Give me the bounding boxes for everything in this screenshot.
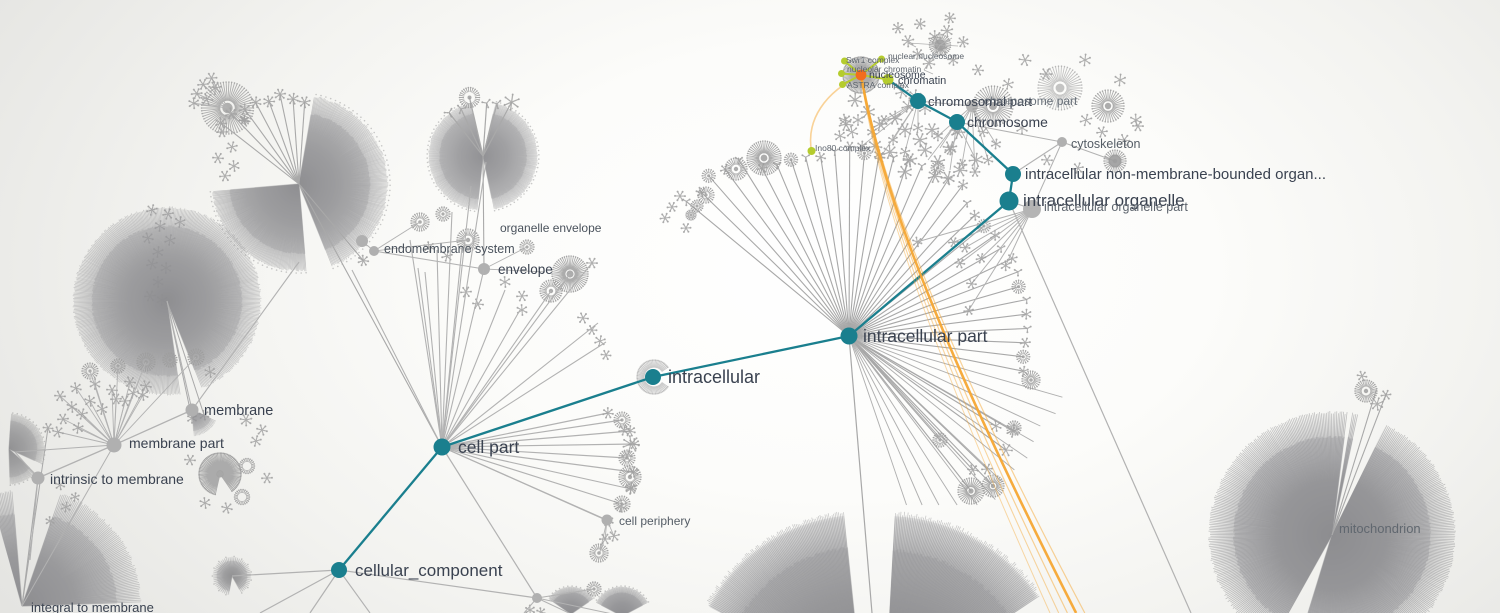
svg-text:cellular_component: cellular_component bbox=[355, 561, 503, 580]
svg-text:intracellular organelle: intracellular organelle bbox=[1023, 191, 1185, 210]
svg-text:endomembrane system: endomembrane system bbox=[384, 242, 515, 256]
svg-text:intrinsic to membrane: intrinsic to membrane bbox=[50, 471, 184, 487]
svg-text:ASTRA complex: ASTRA complex bbox=[847, 80, 910, 90]
svg-text:intracellular part: intracellular part bbox=[863, 326, 988, 346]
svg-text:membrane part: membrane part bbox=[129, 435, 224, 451]
svg-text:chromatin: chromatin bbox=[898, 75, 946, 87]
svg-text:cell part: cell part bbox=[458, 437, 519, 457]
svg-text:cell periphery: cell periphery bbox=[619, 514, 690, 528]
svg-text:cytoskeleton: cytoskeleton bbox=[1071, 137, 1141, 151]
svg-text:envelope: envelope bbox=[498, 262, 553, 277]
svg-text:chromosomal part: chromosomal part bbox=[928, 94, 1032, 109]
svg-text:chromosome part: chromosome part bbox=[984, 94, 1078, 108]
svg-text:membrane: membrane bbox=[204, 403, 273, 419]
svg-text:organelle envelope: organelle envelope bbox=[500, 221, 602, 235]
svg-text:chromosome: chromosome bbox=[967, 114, 1048, 130]
svg-text:nucleosome: nucleosome bbox=[869, 69, 926, 81]
svg-text:nuclear nucleosome: nuclear nucleosome bbox=[888, 51, 964, 61]
svg-text:integral to membrane: integral to membrane bbox=[31, 600, 154, 613]
svg-text:Ino80 complex: Ino80 complex bbox=[815, 143, 871, 153]
svg-text:intracellular non-membrane-bou: intracellular non-membrane-bounded organ… bbox=[1025, 166, 1326, 183]
svg-text:Swr1 complex: Swr1 complex bbox=[846, 55, 900, 65]
svg-text:mitochondrion: mitochondrion bbox=[1339, 521, 1421, 536]
svg-text:intracellular organelle part: intracellular organelle part bbox=[1044, 200, 1188, 214]
svg-text:intracellular: intracellular bbox=[668, 367, 760, 387]
svg-text:nucleolar chromatin: nucleolar chromatin bbox=[847, 64, 921, 74]
